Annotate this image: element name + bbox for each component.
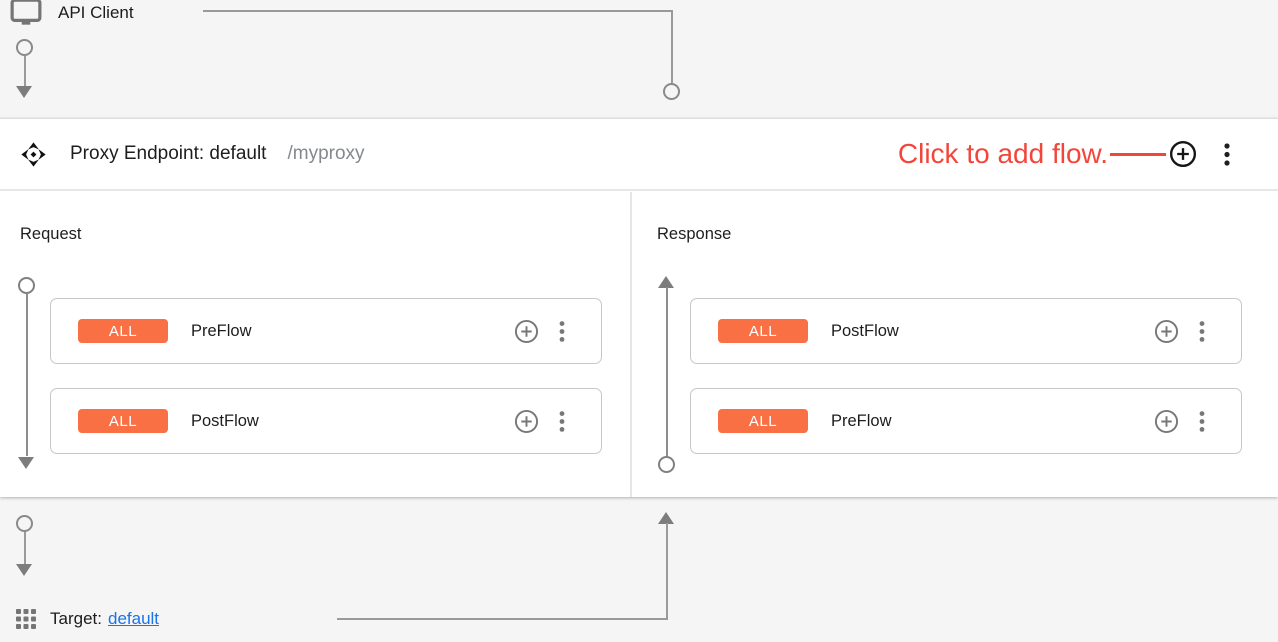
connector-left-top-arrow: [16, 86, 32, 98]
connector-left-bottom-line: [24, 532, 26, 564]
flow-menu-button kebab-menu-icon[interactable]: [1199, 410, 1205, 432]
target-label: Target:: [50, 609, 102, 628]
request-postflow-card[interactable]: ALL PostFlow: [50, 388, 602, 454]
flow-name: PostFlow: [831, 321, 899, 340]
request-response-divider: [630, 192, 632, 497]
request-rail-arrow: [18, 457, 34, 469]
response-column-label: Response: [657, 225, 732, 243]
response-rail-end-circle: [658, 456, 675, 473]
connector-endpoint-in-circle: [663, 83, 680, 100]
target-row: Target: default: [15, 608, 159, 630]
grid-icon: [15, 608, 37, 630]
response-preflow-card[interactable]: ALL PreFlow: [690, 388, 1242, 454]
add-policy-button plus-circle-icon[interactable]: [514, 319, 539, 344]
response-rail-arrow: [658, 276, 674, 288]
flow-menu-button kebab-menu-icon[interactable]: [559, 320, 565, 342]
connector-client-to-endpoint-h: [203, 10, 673, 12]
connector-left-bottom-circle: [16, 515, 33, 532]
monitor-icon: [10, 0, 42, 35]
connector-target-return-v: [666, 523, 668, 620]
target-default-link[interactable]: default: [107, 609, 160, 628]
add-policy-button plus-circle-icon[interactable]: [1154, 319, 1179, 344]
request-preflow-card[interactable]: ALL PreFlow: [50, 298, 602, 364]
scope-badge: ALL: [78, 319, 168, 343]
request-rail-start-circle: [18, 277, 35, 294]
flow-menu-button kebab-menu-icon[interactable]: [559, 410, 565, 432]
connector-client-to-endpoint-v: [671, 10, 673, 83]
connector-target-return-arrow: [658, 512, 674, 524]
connector-left-bottom-arrow: [16, 564, 32, 576]
flow-menu-button kebab-menu-icon[interactable]: [1199, 320, 1205, 342]
response-rail-line: [666, 287, 668, 456]
scope-badge: ALL: [78, 409, 168, 433]
connector-target-return-h: [337, 618, 668, 620]
response-postflow-card[interactable]: ALL PostFlow: [690, 298, 1242, 364]
connector-left-top-circle: [16, 39, 33, 56]
flow-name: PreFlow: [831, 411, 892, 430]
endpoint-title: Proxy Endpoint: default: [70, 143, 267, 164]
add-flow-annotation: Click to add flow.: [897, 138, 1108, 169]
add-flow-button plus-circle-icon[interactable]: [1169, 140, 1197, 168]
endpoint-basepath: /myproxy: [287, 143, 365, 164]
request-rail-line: [26, 294, 28, 456]
scope-badge: ALL: [718, 409, 808, 433]
flow-name: PreFlow: [191, 321, 252, 340]
request-column-label: Request: [20, 225, 82, 243]
add-policy-button plus-circle-icon[interactable]: [1154, 409, 1179, 434]
annotation-pointer-line: [1110, 152, 1166, 156]
scope-badge: ALL: [718, 319, 808, 343]
move-arrows-icon: [20, 141, 47, 168]
add-policy-button plus-circle-icon[interactable]: [514, 409, 539, 434]
flow-name: PostFlow: [191, 411, 259, 430]
proxy-endpoint-header: Proxy Endpoint: default /myproxy Click t…: [0, 119, 1278, 191]
endpoint-menu-button kebab-menu-icon[interactable]: [1224, 142, 1230, 166]
connector-left-top-line: [24, 56, 26, 86]
api-client-label: API Client: [58, 3, 134, 22]
